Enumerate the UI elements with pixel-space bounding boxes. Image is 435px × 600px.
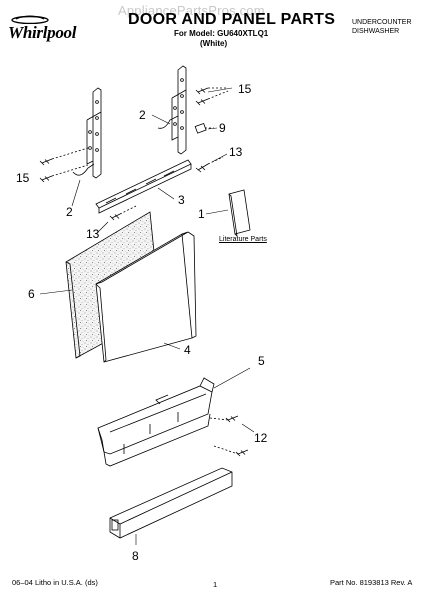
callout-8: 8 <box>132 549 139 563</box>
leader-lines <box>39 87 255 545</box>
product-type-line1: UNDERCOUNTER <box>352 19 412 26</box>
callout-4: 4 <box>184 343 191 357</box>
model-color: (White) <box>200 39 228 48</box>
callout-12: 12 <box>254 431 268 445</box>
literature-parts <box>228 189 251 238</box>
page-title: DOOR AND PANEL PARTS <box>128 11 336 28</box>
callout-9: 9 <box>219 121 226 135</box>
product-type: UNDERCOUNTER DISHWASHER <box>352 18 412 36</box>
hinge-bracket-left <box>72 87 102 179</box>
product-type-line2: DISHWASHER <box>352 28 400 35</box>
callout-15-top: 15 <box>238 82 252 96</box>
screw-9 <box>194 122 214 134</box>
brand-name: Whirlpool <box>8 23 77 42</box>
footer-part-number: Part No. 8193813 Rev. A <box>330 578 413 587</box>
model-number: For Model: GU640XTLQ1 <box>174 29 269 38</box>
watermark: AppliancePartsPros.com <box>118 3 265 18</box>
hinge-bracket-right <box>157 65 187 155</box>
logo-swoosh-icon <box>11 15 49 24</box>
callout-1: 1 <box>198 207 205 221</box>
toe-panel <box>109 467 233 539</box>
screw-13-right <box>195 156 224 173</box>
callout-5: 5 <box>258 354 265 368</box>
hinge-screws-top <box>195 87 229 106</box>
callout-13-left: 13 <box>86 227 100 241</box>
callout-13-right: 13 <box>229 145 243 159</box>
page-number: 1 <box>213 580 218 589</box>
callout-15-left: 15 <box>16 171 30 185</box>
callout-2-left: 2 <box>66 205 73 219</box>
front-door-panel <box>95 231 197 363</box>
toe-panel-screws <box>209 415 249 457</box>
hinge-screws-left <box>39 147 89 183</box>
literature-parts-label: Literature Parts <box>219 236 267 243</box>
toe-panel-bracket <box>97 377 215 467</box>
panel-support-bracket <box>95 159 192 214</box>
callout-2-top: 2 <box>139 108 146 122</box>
callout-3: 3 <box>178 193 185 207</box>
footer-litho: 06–04 Litho in U.S.A. (ds) <box>12 578 98 587</box>
callout-6: 6 <box>28 287 35 301</box>
whirlpool-logo: Whirlpool <box>8 14 86 44</box>
screw-13-left <box>109 205 137 221</box>
